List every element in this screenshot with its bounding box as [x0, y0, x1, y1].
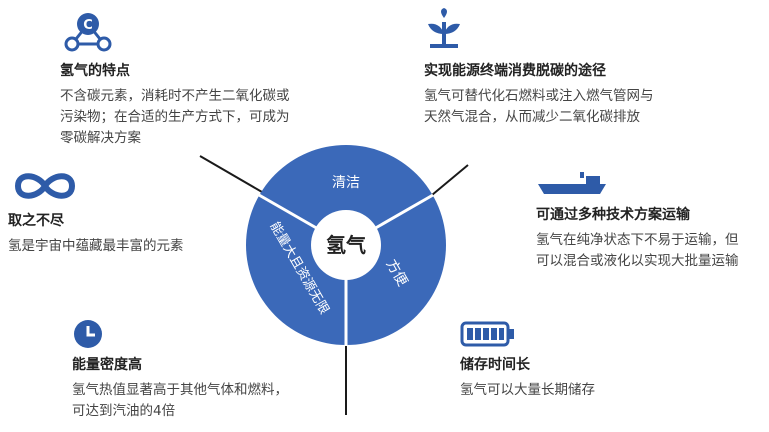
- feature-desc-line: 天然气混合，从而减少二氧化碳排放: [424, 109, 640, 125]
- carbon-molecule-icon: C: [64, 13, 112, 52]
- feature-title: 实现能源终端消费脱碳的途径: [424, 63, 606, 79]
- feature-desc-line: 污染物；在合适的生产方式下，可成为: [60, 109, 290, 125]
- feature-title: 储存时间长: [460, 357, 530, 373]
- feature-desc-line: 氢是宇宙中蕴藏最丰富的元素: [8, 238, 184, 254]
- clock-icon: [74, 320, 102, 348]
- feature-title: 可通过多种技术方案运输: [536, 207, 690, 223]
- feature-desc-line: 不含碳元素，消耗时不产生二氧化碳或: [60, 88, 290, 104]
- feature-desc-line: 可达到汽油的4倍: [72, 403, 176, 419]
- feature-desc-line: 氢气可替代化石燃料或注入燃气管网与: [424, 88, 654, 104]
- feature-desc-line: 氢气热值显著高于其他气体和燃料，: [72, 382, 288, 398]
- segment-label-top: 清洁: [332, 175, 360, 191]
- feature-title: 氢气的特点: [60, 63, 130, 79]
- feature-storage: 储存时间长 氢气可以大量长期储存: [460, 356, 595, 401]
- feature-energy-density: 能量密度高 氢气热值显著高于其他气体和燃料， 可达到汽油的4倍: [72, 356, 288, 422]
- feature-desc-line: 氢气可以大量长期储存: [460, 382, 595, 398]
- feature-hydrogen-features: 氢气的特点 不含碳元素，消耗时不产生二氧化碳或 污染物；在合适的生产方式下，可成…: [60, 62, 290, 149]
- infinity-icon: [14, 173, 76, 199]
- hub-label: 氢气: [326, 233, 366, 257]
- feature-inexhaustible: 取之不尽 氢是宇宙中蕴藏最丰富的元素: [8, 212, 184, 257]
- wheel-hub: [311, 210, 381, 280]
- feature-desc-line: 可以混合或液化以实现大批量运输: [536, 253, 739, 269]
- feature-desc-line: 氢气在纯净状态下不易于运输，但: [536, 232, 739, 248]
- feature-title: 能量密度高: [72, 357, 142, 373]
- plant-sprout-icon: [428, 8, 460, 48]
- feature-decarbonization: 实现能源终端消费脱碳的途径 氢气可替代化石燃料或注入燃气管网与 天然气混合，从而…: [424, 62, 654, 128]
- feature-desc-line: 零碳解决方案: [60, 130, 141, 146]
- feature-title: 取之不尽: [8, 213, 64, 229]
- svg-text:C: C: [83, 18, 93, 33]
- battery-icon: [460, 321, 514, 347]
- connector-line-left: [199, 155, 263, 193]
- feature-transport: 可通过多种技术方案运输 氢气在纯净状态下不易于运输，但 可以混合或液化以实现大批…: [536, 206, 739, 272]
- ship-icon: [538, 172, 606, 194]
